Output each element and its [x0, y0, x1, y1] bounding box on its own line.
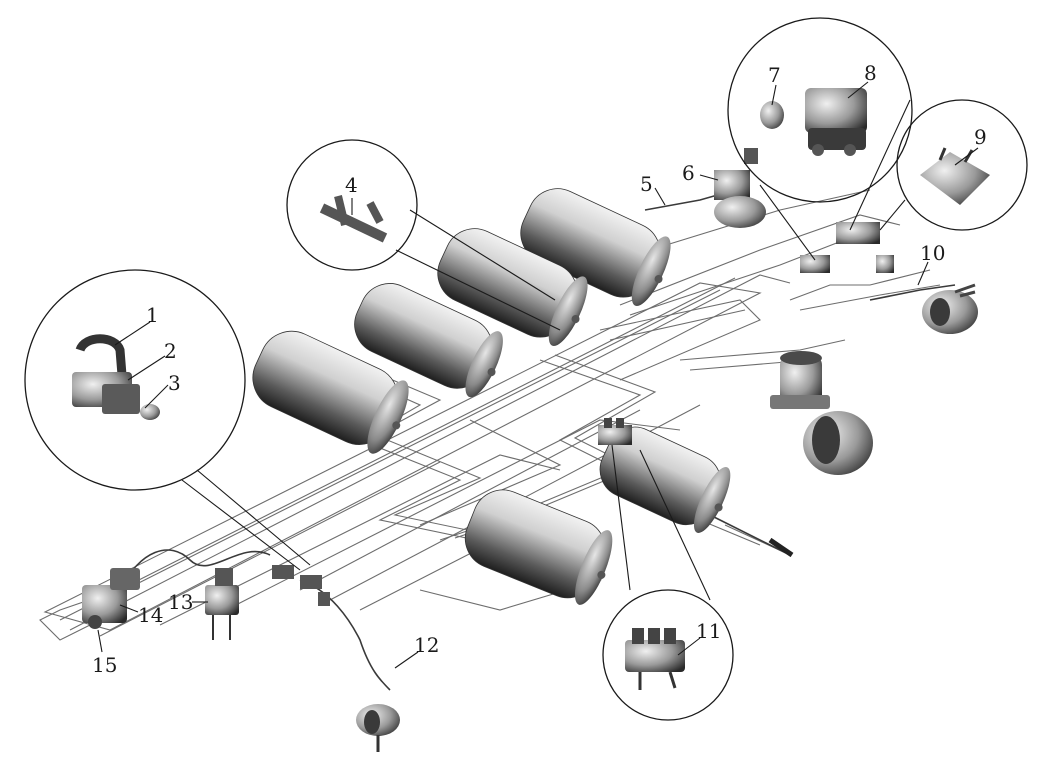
detail-valve-11 [625, 628, 685, 690]
brake-chamber-12 [356, 704, 400, 752]
callout-13: 13 [168, 590, 193, 614]
callout-11: 11 [696, 619, 721, 643]
callout-2: 2 [164, 339, 177, 363]
callout-10: 10 [920, 241, 945, 265]
detail-circle-4 [286, 139, 418, 271]
callout-12: 12 [414, 633, 439, 657]
callout-15: 15 [92, 653, 117, 677]
callout-9: 9 [974, 125, 987, 149]
detail-parts-7-8 [760, 88, 867, 156]
air-tank-upper-right [520, 188, 671, 307]
callout-8: 8 [864, 61, 877, 85]
detail-leader-lines [181, 99, 911, 601]
air-tank-lower-right [599, 426, 731, 533]
callout-1: 1 [146, 303, 159, 327]
brake-valve-14 [82, 568, 140, 629]
air-tank-middle [354, 283, 503, 398]
callout-6: 6 [682, 161, 695, 185]
relay-valve-13 [205, 568, 239, 640]
detail-valve-1-3 [72, 334, 160, 420]
detail-valve-9 [920, 147, 990, 205]
callout-14: 14 [138, 603, 163, 627]
callout-5: 5 [640, 172, 653, 196]
detail-circle-1-3 [24, 269, 246, 491]
drain-fitting-right [768, 537, 794, 558]
air-dryer-canister [770, 351, 830, 409]
callout-labels: 1 2 3 4 5 6 7 8 9 10 11 12 13 14 15 [92, 61, 987, 677]
detail-circle-11 [602, 589, 734, 721]
detail-circle-9 [896, 99, 1028, 231]
detail-circle-7-8 [727, 17, 913, 203]
callout-4: 4 [345, 173, 358, 197]
air-tank-left [252, 330, 409, 454]
frame-fittings [272, 565, 330, 606]
brake-chamber-10 [922, 283, 978, 334]
callout-leaders [97, 81, 979, 669]
brake-chamber-right [803, 411, 873, 475]
callout-3: 3 [168, 371, 181, 395]
air-tank-upper-middle [437, 228, 588, 347]
compressor-governor-6 [714, 148, 766, 228]
air-tank-lower-center [464, 489, 613, 605]
manifold-valve-center [598, 418, 632, 445]
callout-7: 7 [768, 63, 781, 87]
detail-tee-fitting-4 [319, 195, 388, 243]
valve-block-upper-right [800, 222, 894, 273]
